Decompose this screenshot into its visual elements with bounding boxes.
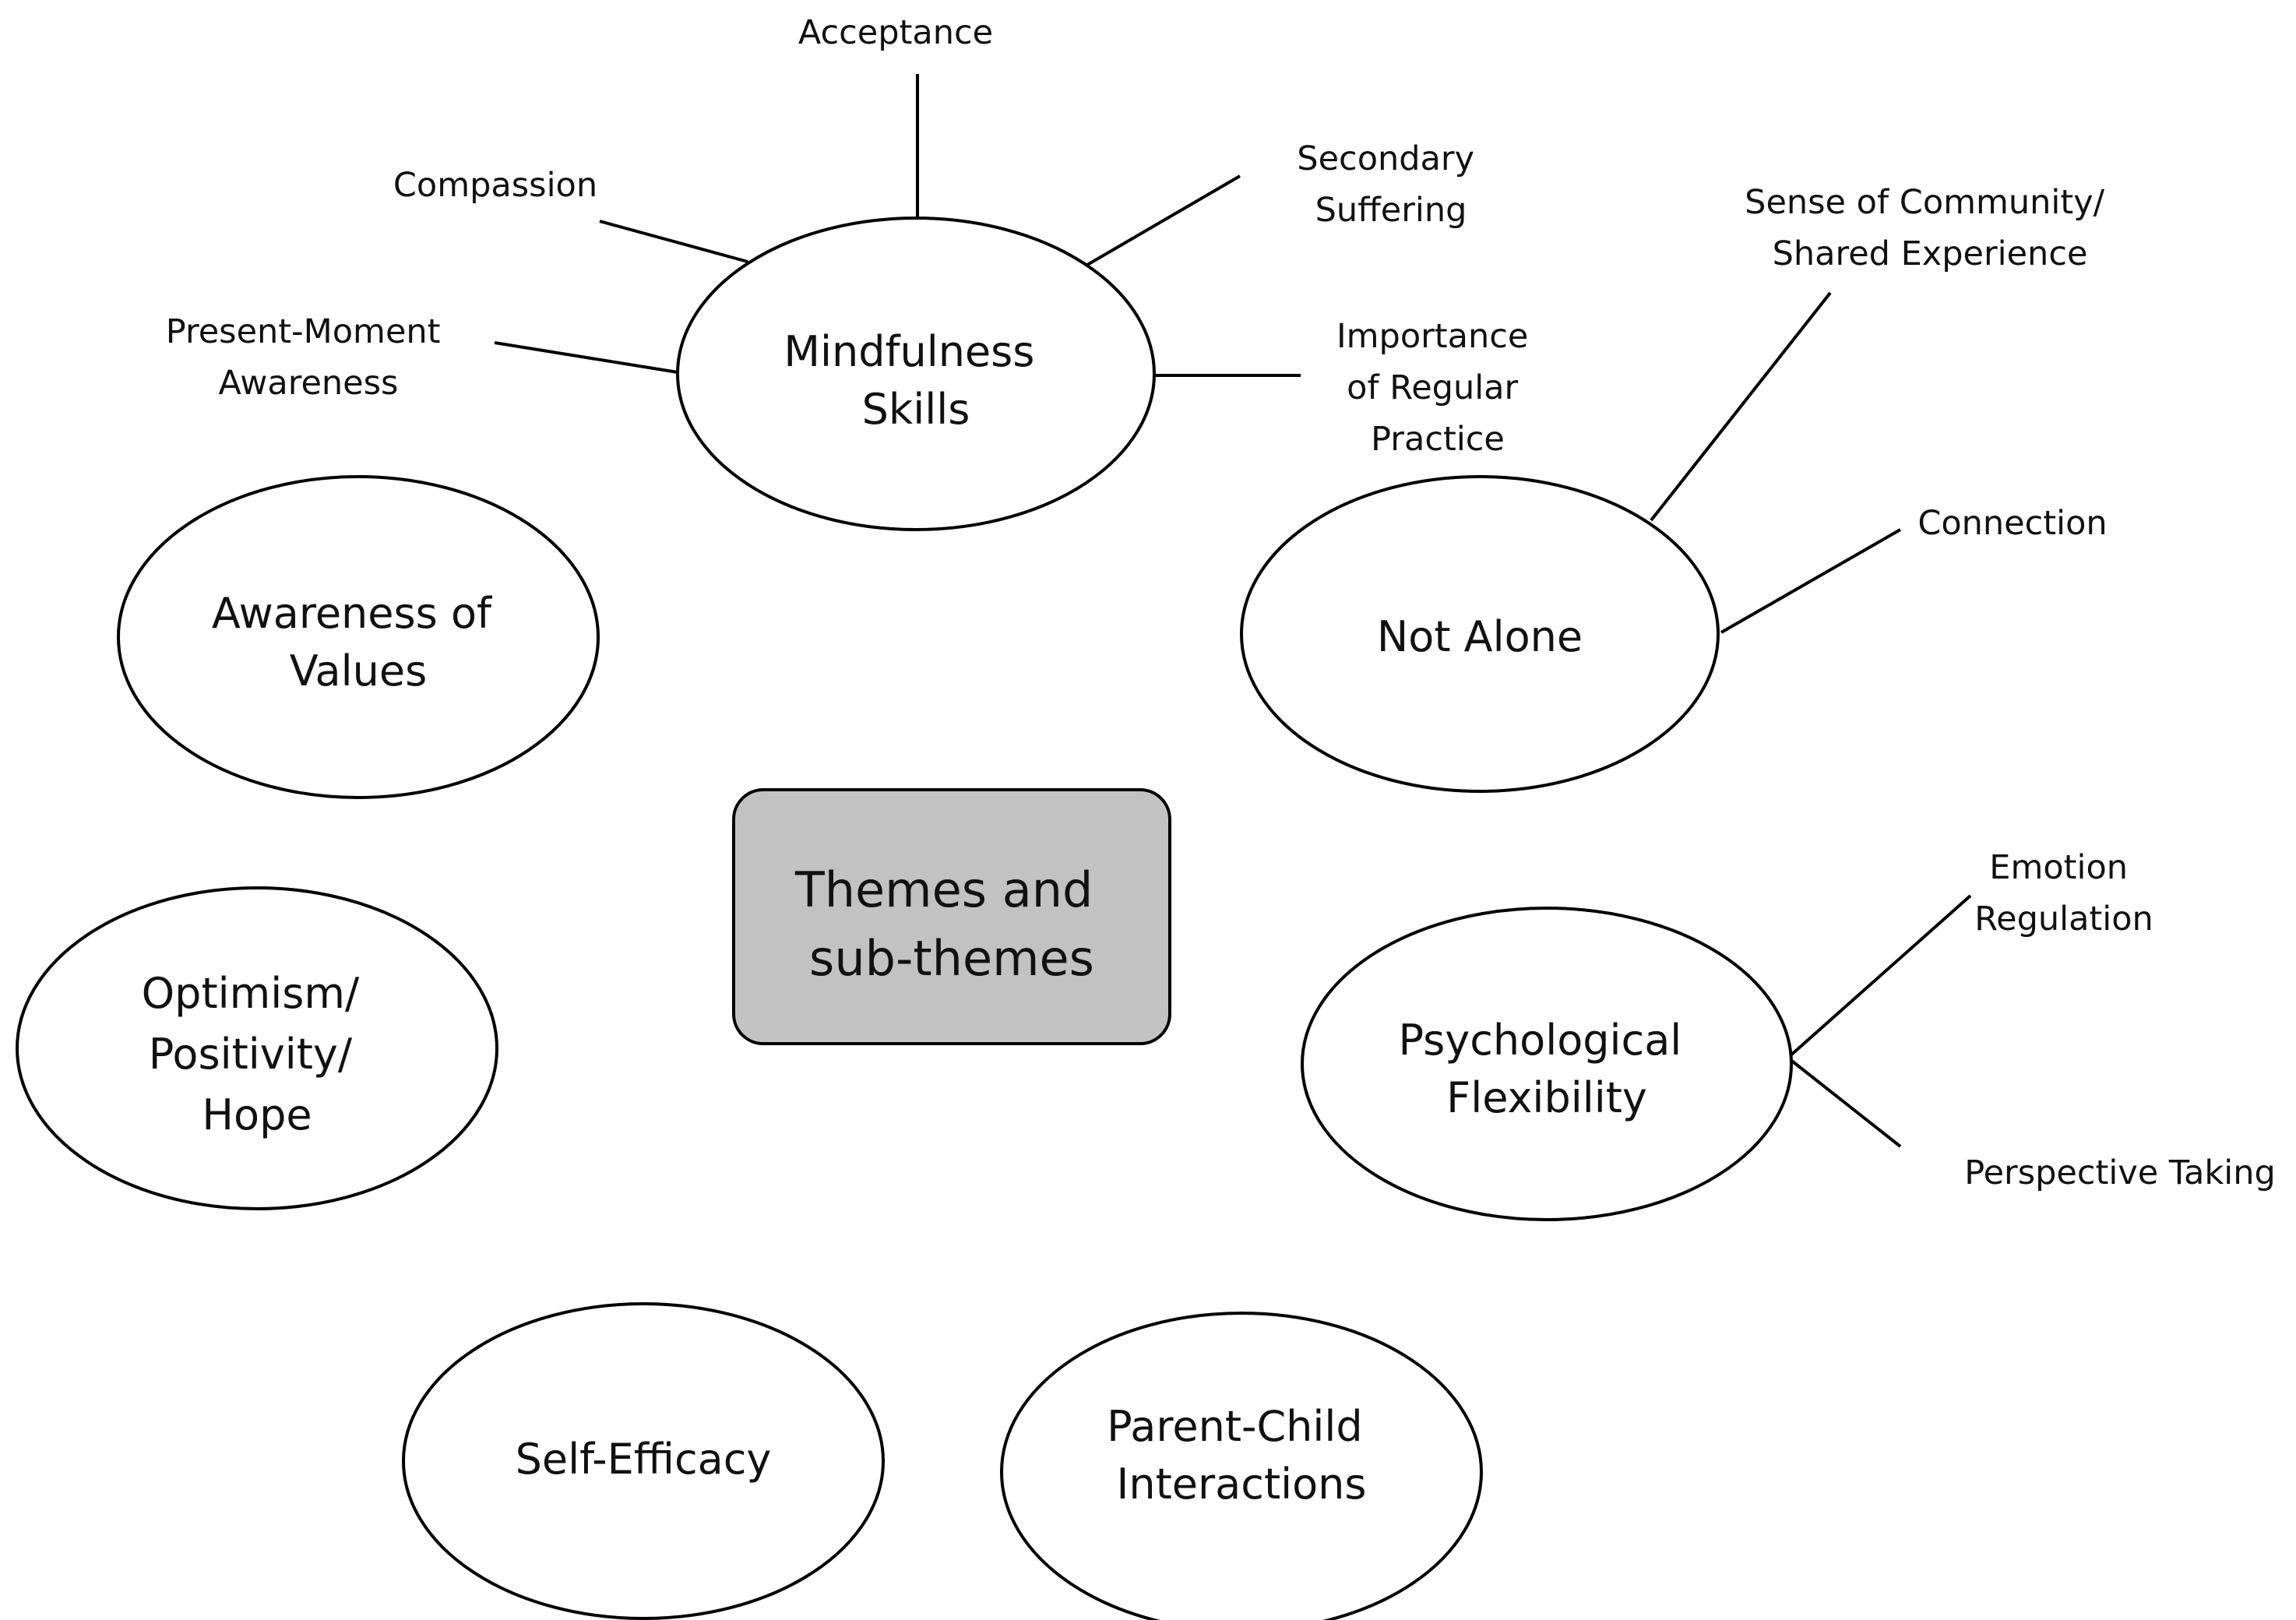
emotion-regulation-line-1: Emotion — [1989, 848, 2128, 887]
theme-label-self-efficacy: Self-Efficacy — [516, 1435, 772, 1484]
not-alone-line-1: Not Alone — [1377, 612, 1583, 661]
subtheme-sense-of-community: Sense of Community/ Shared Experience — [1745, 183, 2115, 273]
oval-psychological-flexibility — [1301, 907, 1793, 1221]
regular-practice-line-1: Importance — [1336, 317, 1528, 356]
oval-not-alone — [1240, 475, 1720, 793]
center-label-line-1: Themes and — [794, 861, 1093, 918]
regular-practice-line-2: of Regular — [1347, 368, 1518, 407]
optimism-line-3: Hope — [202, 1090, 312, 1139]
parent-child-line-2: Interactions — [1116, 1460, 1366, 1509]
mindfulness-line-2: Skills — [862, 385, 970, 434]
psych-flex-line-1: Psychological — [1399, 1016, 1682, 1065]
theme-optimism-positivity-hope: Optimism/ Positivity/ Hope — [16, 886, 498, 1210]
theme-not-alone: Not Alone — [1240, 475, 1720, 793]
connector-secondary-suffering — [1086, 174, 1241, 266]
theme-parent-child-interactions: Parent-Child Interactions — [1000, 1312, 1483, 1620]
subtheme-acceptance: Acceptance — [798, 13, 993, 52]
connector-emotion-regulation — [1788, 894, 1972, 1058]
subtheme-importance-of-regular-practice: Importance of Regular Practice — [1336, 317, 1539, 459]
oval-awareness-of-values — [117, 475, 600, 799]
regular-practice-line-3: Practice — [1371, 420, 1505, 459]
awareness-values-line-1: Awareness of — [212, 589, 493, 638]
theme-label-optimism-positivity-hope: Optimism/ Positivity/ Hope — [142, 969, 373, 1139]
community-line-2: Shared Experience — [1773, 234, 2088, 273]
subtheme-secondary-suffering: Secondary Suffering — [1297, 139, 1484, 230]
connection-line-1: Connection — [1917, 504, 2107, 543]
subtheme-perspective-taking: Perspective Taking — [1964, 1153, 2276, 1192]
subtheme-connection: Connection — [1917, 504, 2107, 543]
oval-self-efficacy — [402, 1302, 885, 1620]
community-line-1: Sense of Community/ — [1745, 183, 2105, 222]
theme-label-mindfulness-skills: Mindfulness Skills — [784, 327, 1048, 434]
self-efficacy-line-1: Self-Efficacy — [516, 1435, 772, 1484]
subtheme-emotion-regulation: Emotion Regulation — [1974, 848, 2153, 939]
secondary-suffering-line-1: Secondary — [1297, 139, 1474, 178]
mindfulness-line-1: Mindfulness — [784, 327, 1034, 376]
oval-parent-child-interactions — [1000, 1312, 1483, 1620]
connector-community — [1650, 291, 1832, 522]
compassion-line-1: Compassion — [393, 166, 597, 205]
theme-mindfulness-skills: Mindfulness Skills — [676, 217, 1156, 531]
connector-connection — [1720, 528, 1901, 634]
optimism-line-1: Optimism/ — [142, 969, 360, 1018]
present-moment-line-2: Awareness — [219, 364, 399, 403]
subtheme-compassion: Compassion — [393, 166, 597, 205]
center-label-line-2: sub-themes — [809, 930, 1094, 987]
theme-label-parent-child-interactions: Parent-Child Interactions — [1107, 1402, 1376, 1509]
optimism-line-2: Positivity/ — [149, 1030, 353, 1079]
acceptance-line-1: Acceptance — [798, 13, 993, 52]
parent-child-line-1: Parent-Child — [1107, 1402, 1363, 1451]
perspective-taking-line-1: Perspective Taking — [1964, 1153, 2276, 1192]
oval-mindfulness-skills — [676, 217, 1156, 531]
connector-compassion — [599, 220, 748, 263]
oval-optimism-positivity-hope — [16, 886, 498, 1210]
emotion-regulation-line-2: Regulation — [1974, 900, 2153, 939]
connector-present-moment — [494, 341, 678, 374]
connectors — [494, 74, 1972, 1148]
psych-flex-line-2: Flexibility — [1446, 1073, 1647, 1122]
theme-psychological-flexibility: Psychological Flexibility — [1301, 907, 1793, 1221]
theme-label-awareness-of-values: Awareness of Values — [212, 589, 505, 696]
theme-label-psychological-flexibility: Psychological Flexibility — [1399, 1016, 1696, 1122]
center-node: Themes and sub-themes — [732, 788, 1171, 1045]
center-box — [732, 788, 1171, 1045]
center-label: Themes and sub-themes — [794, 861, 1108, 987]
connector-perspective-taking — [1788, 1058, 1902, 1148]
present-moment-line-1: Present-Moment — [166, 312, 441, 351]
secondary-suffering-line-2: Suffering — [1315, 191, 1467, 230]
theme-awareness-of-values: Awareness of Values — [117, 475, 600, 799]
theme-self-efficacy: Self-Efficacy — [402, 1302, 885, 1620]
theme-label-not-alone: Not Alone — [1377, 612, 1583, 661]
subtheme-present-moment-awareness: Present-Moment Awareness — [166, 312, 451, 403]
awareness-values-line-2: Values — [290, 646, 427, 696]
